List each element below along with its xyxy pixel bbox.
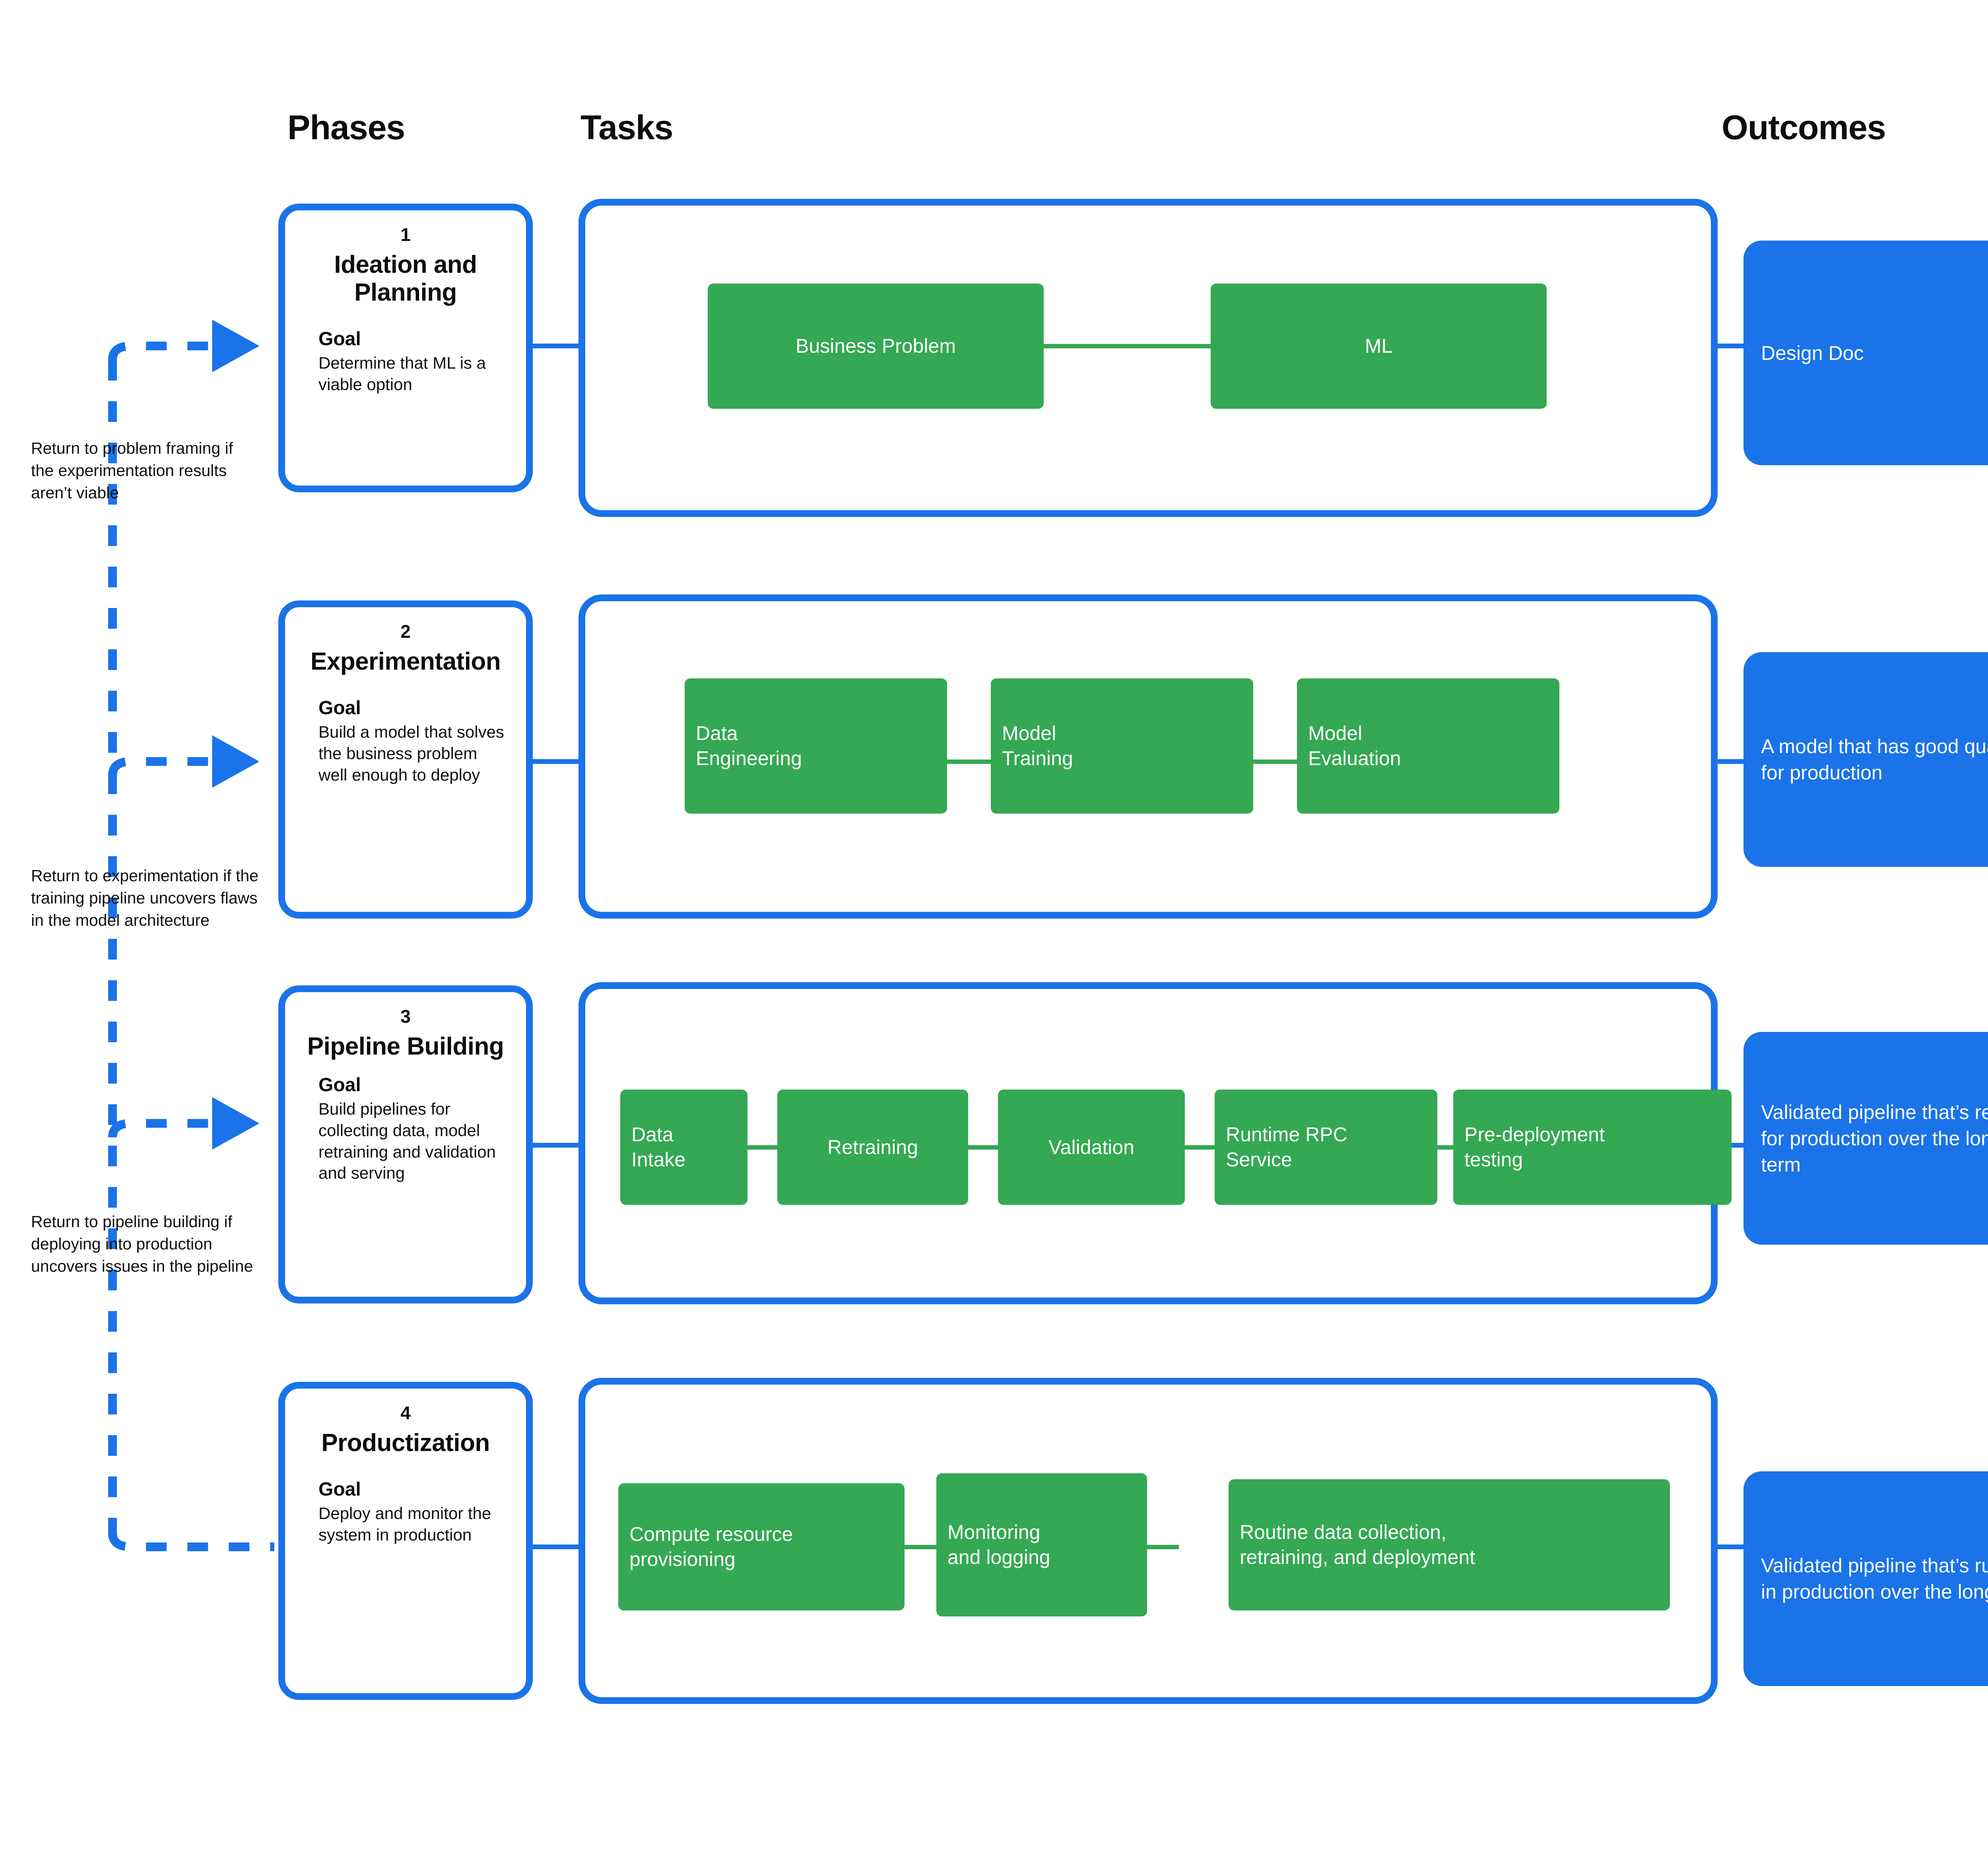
- task-chip-routine-data-collection[interactable]: Routine data collection, retraining, and…: [1229, 1479, 1670, 1610]
- task-link-row1: [1044, 344, 1211, 348]
- task-link-row2-b: [1253, 760, 1297, 764]
- task-chip-label-line1: Data: [696, 722, 738, 744]
- task-chip-label-line1: Model: [1308, 722, 1363, 744]
- phase-card-1[interactable]: 1 Ideation and Planning Goal Determine t…: [278, 204, 533, 492]
- task-link-row3-d: [1437, 1145, 1453, 1150]
- task-chip-compute-resource-provisioning[interactable]: Compute resource provisioning: [618, 1483, 905, 1610]
- task-chip-label-line2: testing: [1464, 1148, 1523, 1171]
- outcome-label: Design Doc: [1761, 342, 1864, 364]
- task-chip-model-training[interactable]: Model Training: [991, 678, 1253, 814]
- phase-goal-text-1: Determine that ML is a viable option: [318, 354, 486, 394]
- phase-title-3: Pipeline Building: [307, 1033, 504, 1060]
- column-header-outcomes: Outcomes: [1722, 109, 1886, 147]
- return-note-experimentation: Return to experimentation if the trainin…: [31, 866, 259, 929]
- phase-number-3: 3: [400, 1006, 411, 1027]
- outcome-card-1[interactable]: Design Doc: [1743, 241, 1988, 465]
- task-link-row3-b: [968, 1145, 998, 1150]
- phase-goal-label-4: Goal: [318, 1479, 361, 1500]
- task-chip-label-line1: Runtime RPC: [1226, 1123, 1347, 1146]
- task-chip-label-line1: Pre-deployment: [1464, 1123, 1605, 1146]
- column-header-tasks: Tasks: [580, 109, 673, 147]
- task-chip-pre-deployment-testing[interactable]: Pre-deployment testing: [1453, 1090, 1732, 1205]
- task-chip-label-line2: Evaluation: [1308, 747, 1401, 769]
- task-chip-ml[interactable]: ML: [1211, 284, 1547, 409]
- phase-card-4[interactable]: 4 Productization Goal Deploy and monitor…: [278, 1382, 533, 1700]
- task-link-row4-a: [905, 1545, 936, 1549]
- task-chip-label-line1: Model: [1002, 722, 1056, 744]
- feedback-arrow-to-phase-2: [108, 735, 260, 788]
- task-chip-model-evaluation[interactable]: Model Evaluation: [1297, 678, 1559, 814]
- task-chip-label-line2: Training: [1002, 747, 1073, 769]
- task-link-row4-b: [1147, 1545, 1179, 1549]
- column-header-phases: Phases: [287, 109, 405, 147]
- task-chip-label-line1: Compute resource: [629, 1523, 793, 1545]
- phase-number-1: 1: [400, 224, 411, 245]
- feedback-arrow-to-phase-1: [108, 320, 260, 372]
- task-chip-runtime-rpc-service[interactable]: Runtime RPC Service: [1215, 1090, 1437, 1205]
- phase-goal-text-4: Deploy and monitor the system in product…: [318, 1504, 491, 1544]
- task-chip-label-line1: Monitoring: [947, 1521, 1041, 1543]
- phase-title-1: Ideation and Planning: [334, 251, 477, 307]
- task-link-row2-a: [947, 760, 991, 764]
- task-chip-label-line2: retraining, and deployment: [1240, 1546, 1475, 1568]
- feedback-tail-from-phase-4: [108, 1533, 274, 1551]
- task-chip-label-line2: provisioning: [629, 1548, 736, 1570]
- task-chip-label-line1: Routine data collection,: [1240, 1521, 1446, 1543]
- feedback-arrow-to-phase-3: [108, 1097, 260, 1150]
- outcome-label: A model that has good quality for produc…: [1761, 735, 1988, 784]
- phase-goal-text-3: Build pipelines for collecting data, mod…: [318, 1100, 496, 1183]
- task-chip-label-line2: Intake: [631, 1148, 686, 1171]
- task-link-row3-c: [1185, 1145, 1215, 1150]
- outcome-card-4[interactable]: Validated pipeline that’s running in pro…: [1743, 1471, 1988, 1686]
- task-chip-label-line2: Service: [1226, 1148, 1292, 1171]
- task-chip-label: Retraining: [827, 1136, 918, 1158]
- phase-title-2: Experimentation: [310, 648, 501, 675]
- task-chip-label: Validation: [1048, 1136, 1134, 1158]
- task-chip-retraining[interactable]: Retraining: [777, 1090, 968, 1205]
- task-chip-data-engineering[interactable]: Data Engineering: [685, 678, 947, 814]
- task-chip-validation[interactable]: Validation: [998, 1090, 1185, 1205]
- task-chip-label: Business Problem: [796, 335, 956, 357]
- outcome-label: Validated pipeline that’s ready for prod…: [1761, 1101, 1988, 1176]
- task-chip-label-line2: and logging: [947, 1546, 1050, 1568]
- task-link-row3-a: [747, 1145, 777, 1150]
- phase-goal-label-3: Goal: [318, 1074, 361, 1096]
- task-chip-business-problem[interactable]: Business Problem: [708, 284, 1044, 409]
- task-chip-label-line1: Data: [631, 1123, 674, 1146]
- phase-goal-label-2: Goal: [318, 697, 361, 719]
- task-chip-label-line2: Engineering: [696, 747, 802, 769]
- task-chip-label: ML: [1365, 335, 1393, 357]
- outcome-card-3[interactable]: Validated pipeline that’s ready for prod…: [1743, 1032, 1988, 1245]
- phase-number-4: 4: [400, 1403, 411, 1423]
- task-chip-data-intake[interactable]: Data Intake: [620, 1090, 747, 1205]
- phase-goal-label-1: Goal: [318, 328, 361, 350]
- phase-number-2: 2: [400, 621, 411, 642]
- outcome-label: Validated pipeline that’s running in pro…: [1761, 1554, 1988, 1603]
- outcome-card-2[interactable]: A model that has good quality for produc…: [1743, 652, 1988, 867]
- phase-card-3[interactable]: 3 Pipeline Building Goal Build pipelines…: [278, 985, 533, 1303]
- phase-goal-text-2: Build a model that solves the business p…: [318, 723, 504, 784]
- return-note-problem-framing: Return to problem framing if the experim…: [31, 439, 233, 502]
- return-note-pipeline-building: Return to pipeline building if deploying…: [31, 1212, 253, 1275]
- task-chip-monitoring-and-logging[interactable]: Monitoring and logging: [936, 1473, 1147, 1616]
- phase-title-4: Productization: [321, 1429, 490, 1457]
- phase-card-2[interactable]: 2 Experimentation Goal Build a model tha…: [278, 600, 533, 919]
